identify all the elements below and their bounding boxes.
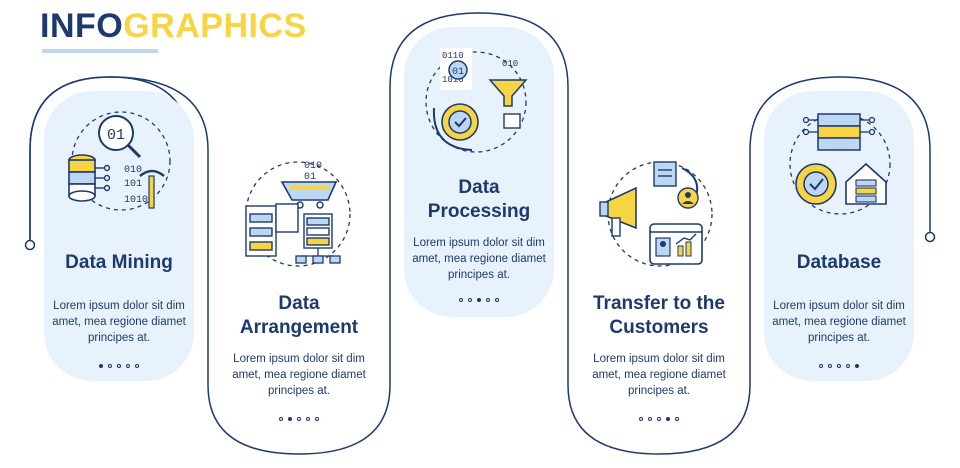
pager-dot <box>306 417 310 421</box>
start-node <box>24 239 36 251</box>
pager-dot <box>297 417 301 421</box>
pager-dot <box>468 298 472 302</box>
pager-dot <box>108 364 112 368</box>
pager-dot <box>648 417 652 421</box>
end-node <box>924 231 936 243</box>
svg-text:01: 01 <box>107 127 125 144</box>
svg-text:1010: 1010 <box>124 195 148 206</box>
data-arrangement-icon: 010 01 <box>245 161 351 267</box>
pager-dot <box>495 298 499 302</box>
svg-text:010: 010 <box>502 59 518 69</box>
step-card-3 <box>404 27 554 317</box>
title-part-1: INFO <box>40 7 124 45</box>
svg-text:010: 010 <box>124 165 142 176</box>
pager-dot-active <box>288 417 292 421</box>
svg-text:010: 010 <box>304 161 322 172</box>
title-underline <box>42 49 158 53</box>
svg-text:1010: 1010 <box>442 75 464 85</box>
database-icon <box>789 113 891 215</box>
step-5-title: Database <box>796 252 882 273</box>
svg-text:101: 101 <box>124 179 142 190</box>
pager-dot <box>117 364 121 368</box>
svg-text:01: 01 <box>304 172 316 183</box>
pager-dot <box>639 417 643 421</box>
pager-dot <box>486 298 490 302</box>
svg-text:0110: 0110 <box>442 51 464 61</box>
step-2-pager <box>224 417 374 421</box>
pager-dot <box>315 417 319 421</box>
step-3-pager <box>404 298 554 302</box>
pager-dot <box>135 364 139 368</box>
step-5-pager <box>764 364 914 368</box>
data-processing-icon: 0110 1010 01 010 <box>425 48 528 153</box>
step-1-title: Data Mining <box>65 252 173 273</box>
pager-dot <box>459 298 463 302</box>
pager-dot-active <box>99 364 103 368</box>
step-4-pager <box>584 417 734 421</box>
svg-text:01: 01 <box>452 67 464 78</box>
data-mining-icon: 01 010 101 1010 <box>68 111 171 211</box>
pager-dot <box>819 364 823 368</box>
pager-dot <box>837 364 841 368</box>
pager-dot <box>675 417 679 421</box>
page-title: INFOGRAPHICS <box>40 6 307 46</box>
pager-dot-active <box>855 364 859 368</box>
pager-dot <box>846 364 850 368</box>
transfer-customers-icon <box>599 161 713 267</box>
pager-dot <box>279 417 283 421</box>
step-1-pager <box>44 364 194 368</box>
title-part-2: GRAPHICS <box>123 7 307 45</box>
pager-dot <box>828 364 832 368</box>
pager-dot-active <box>666 417 670 421</box>
pager-dot <box>657 417 661 421</box>
pager-dot <box>126 364 130 368</box>
pager-dot-active <box>477 298 481 302</box>
